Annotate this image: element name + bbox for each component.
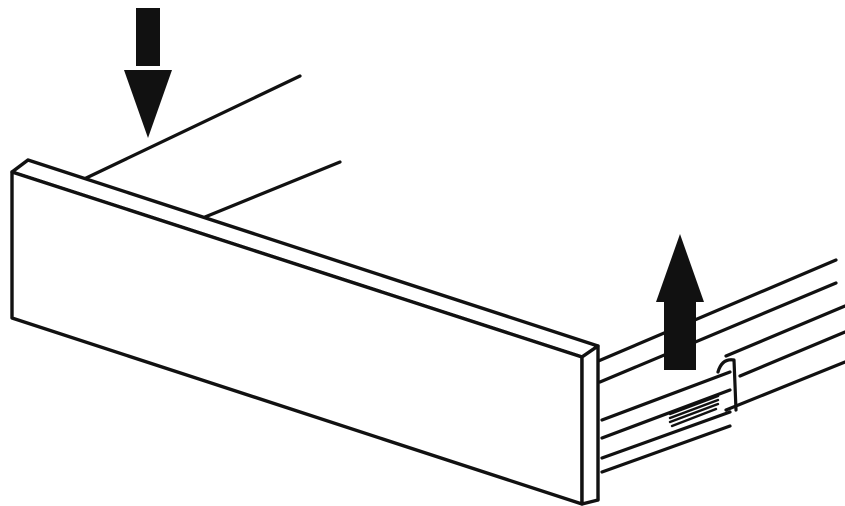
rail-middle-edge <box>726 306 845 356</box>
slide-track-bottom <box>602 426 730 472</box>
drawer-box-inner-edge <box>205 162 340 217</box>
drawer-box-back-edge <box>82 76 300 180</box>
rail-upper-edge <box>600 283 836 382</box>
side-rail <box>596 260 845 500</box>
arrow-up-icon <box>656 234 704 370</box>
drawer-front-face <box>12 172 582 504</box>
drawer-front-side <box>582 346 598 504</box>
rail-top-edge <box>596 260 836 362</box>
rail-end-cap <box>718 360 736 410</box>
drawer-front <box>12 160 598 504</box>
rail-bottom-edge <box>726 362 845 410</box>
release-lever <box>670 396 718 426</box>
slide-track-low <box>602 412 730 458</box>
arrow-down-icon <box>124 8 172 138</box>
